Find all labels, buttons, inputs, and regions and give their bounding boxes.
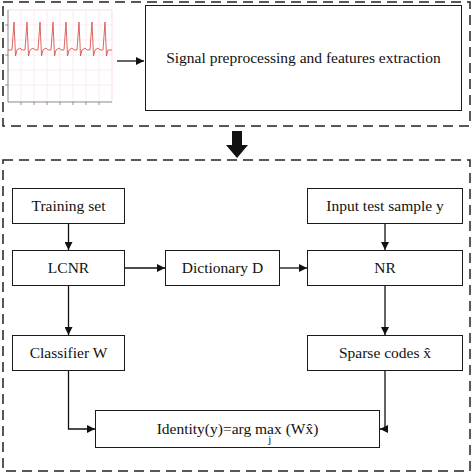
node-text: LCNR — [48, 259, 89, 277]
flow-arrow — [125, 267, 165, 268]
flow-arrow — [384, 286, 385, 335]
input-arrow — [117, 60, 144, 61]
node-text: Input test sample y — [326, 197, 444, 215]
flow-arrow — [384, 224, 385, 250]
node-text: Dictionary D — [182, 259, 263, 277]
input-box: Training set — [12, 188, 125, 224]
flow-arrow — [280, 267, 307, 268]
node-text: Classifier W — [30, 344, 108, 362]
node-text: Training set — [32, 197, 106, 215]
dashed-panel — [3, 160, 470, 471]
output-box: Sparse codes x̂ — [307, 335, 463, 371]
dictionary-box: Dictionary D — [165, 250, 280, 286]
node-text: Sparse codes x̂ — [339, 344, 431, 362]
node-text: Identity(y)=arg max (Wx̂) — [157, 420, 319, 438]
input-box: Input test sample y — [307, 188, 463, 224]
result-box: Identity(y)=arg max (Wx̂) — [95, 410, 380, 448]
ecg-plot — [5, 10, 112, 105]
classifier-box: Classifier W — [12, 335, 125, 371]
subscript-label: j — [268, 434, 271, 445]
process-box: NR — [307, 250, 463, 286]
node-text: Signal preprocessing and features extrac… — [166, 49, 441, 67]
process-box: LCNR — [12, 250, 125, 286]
dashed-panel — [3, 2, 470, 126]
flow-arrow — [380, 371, 385, 429]
block-arrow — [226, 131, 248, 158]
flow-arrow — [69, 371, 96, 429]
flow-arrow — [68, 224, 69, 250]
node-text: NR — [374, 259, 396, 277]
flow-arrow — [68, 286, 69, 335]
process-box: Signal preprocessing and features extrac… — [145, 5, 462, 111]
